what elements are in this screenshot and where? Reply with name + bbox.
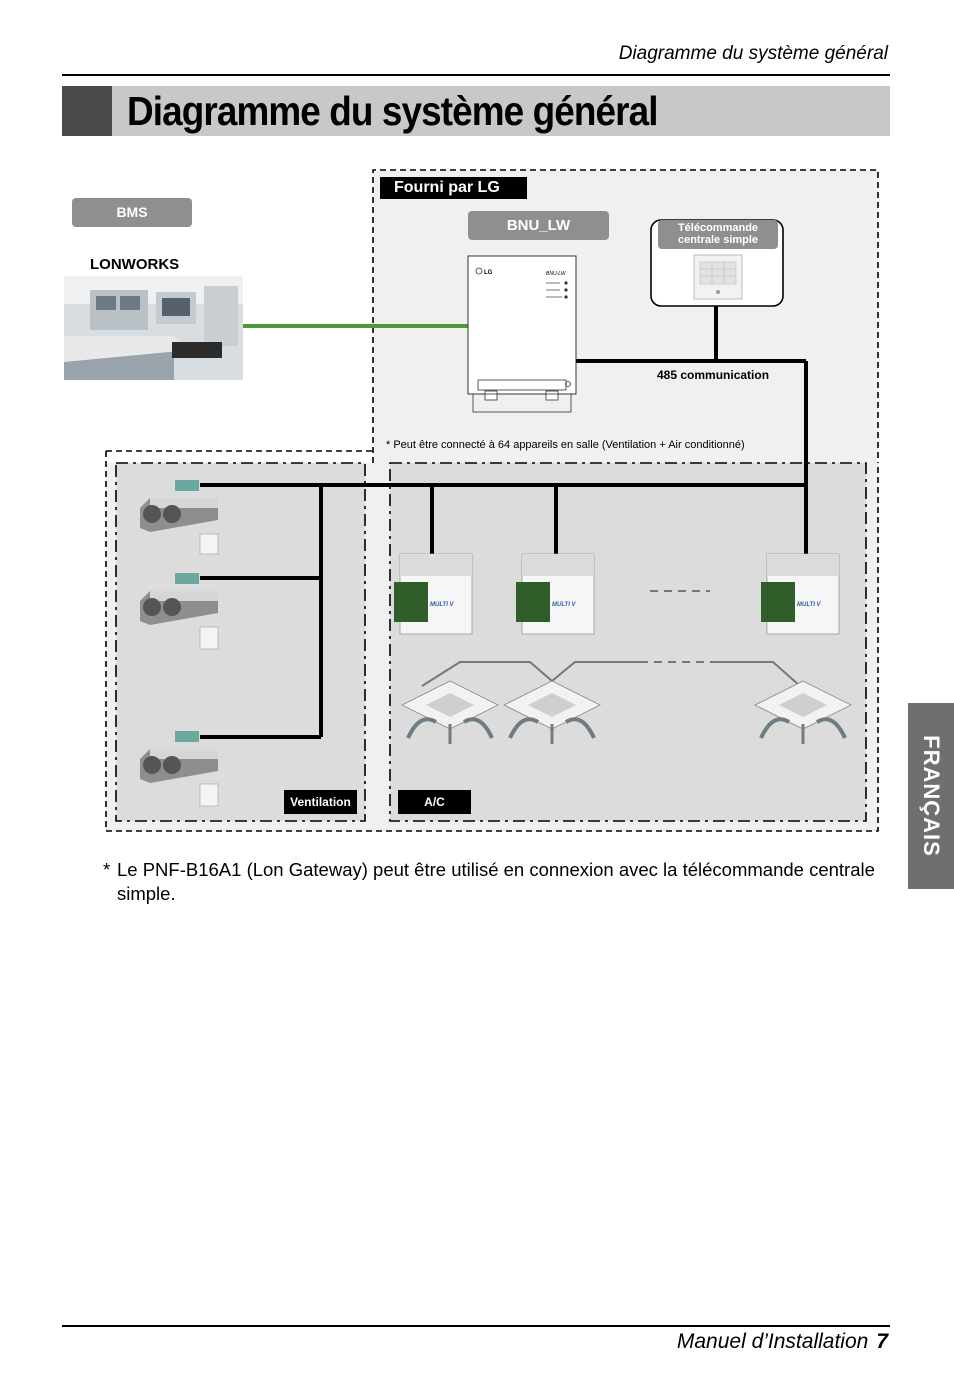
footnote: * Le PNF-B16A1 (Lon Gateway) peut être u… [103, 858, 883, 906]
ac-zone-bg [390, 463, 866, 821]
lg-zone-border [372, 169, 879, 463]
supplied-by-lg-label: Fourni par LG [380, 177, 527, 199]
gateway-logo: LG [484, 270, 493, 276]
page-number: 7 [876, 1330, 888, 1353]
bms-label: BMS [72, 198, 192, 227]
ventilation-label: Ventilation [284, 790, 357, 814]
title-block [62, 86, 112, 136]
central-remote-label-line2: centrale simple [677, 234, 759, 246]
footer: Manuel d’Installation 7 [677, 1330, 888, 1354]
ventilation-unit [140, 731, 219, 807]
running-header: Diagramme du système général [618, 43, 888, 64]
footnote-text: Le PNF-B16A1 (Lon Gateway) peut être uti… [117, 859, 875, 904]
title-bar: Diagramme du système général [62, 86, 890, 136]
central-remote-label: Télécommande centrale simple [658, 220, 778, 249]
outdoor-unit: MULTI V [394, 553, 473, 635]
outdoor-brand: MULTI V [797, 602, 822, 608]
cassette-indoor-unit [503, 680, 601, 744]
bus-lines [200, 306, 808, 739]
ventilation-zone-border [115, 462, 366, 822]
outdoor-brand: MULTI V [552, 602, 577, 608]
ac-zone-border [389, 462, 867, 822]
language-tab: FRANÇAIS [908, 703, 954, 889]
ventilation-unit [140, 573, 219, 650]
gateway-model: BNU-LW [546, 271, 567, 277]
footer-manual-title: Manuel d’Installation [676, 1330, 869, 1353]
communication-label: 485 communication [657, 368, 770, 382]
bottom-rule [62, 1325, 890, 1327]
outer-zone-border [105, 450, 879, 832]
page-title: Diagramme du système général [127, 88, 658, 134]
central-remote-label-line1: Télécommande [677, 222, 759, 234]
control-room-image [64, 276, 243, 380]
outdoor-unit: MULTI V [516, 553, 595, 635]
outdoor-brand: MULTI V [430, 602, 455, 608]
ac-label: A/C [398, 790, 471, 814]
top-rule [62, 74, 890, 76]
outdoor-unit: MULTI V [761, 553, 840, 635]
cassette-indoor-unit [754, 680, 852, 744]
lonworks-label: LONWORKS [90, 256, 180, 273]
ventilation-unit [140, 480, 219, 555]
capacity-note: * Peut être connecté à 64 appareils en s… [386, 439, 745, 451]
lg-zone-bg [373, 170, 878, 463]
gateway-device: LG BNU-LW [467, 255, 577, 413]
language-tab-label: FRANÇAIS [919, 735, 944, 857]
footnote-marker: * [103, 859, 111, 880]
gateway-label: BNU_LW [468, 211, 609, 240]
refrigerant-pipes [421, 661, 801, 687]
cassette-indoor-unit [401, 680, 499, 744]
